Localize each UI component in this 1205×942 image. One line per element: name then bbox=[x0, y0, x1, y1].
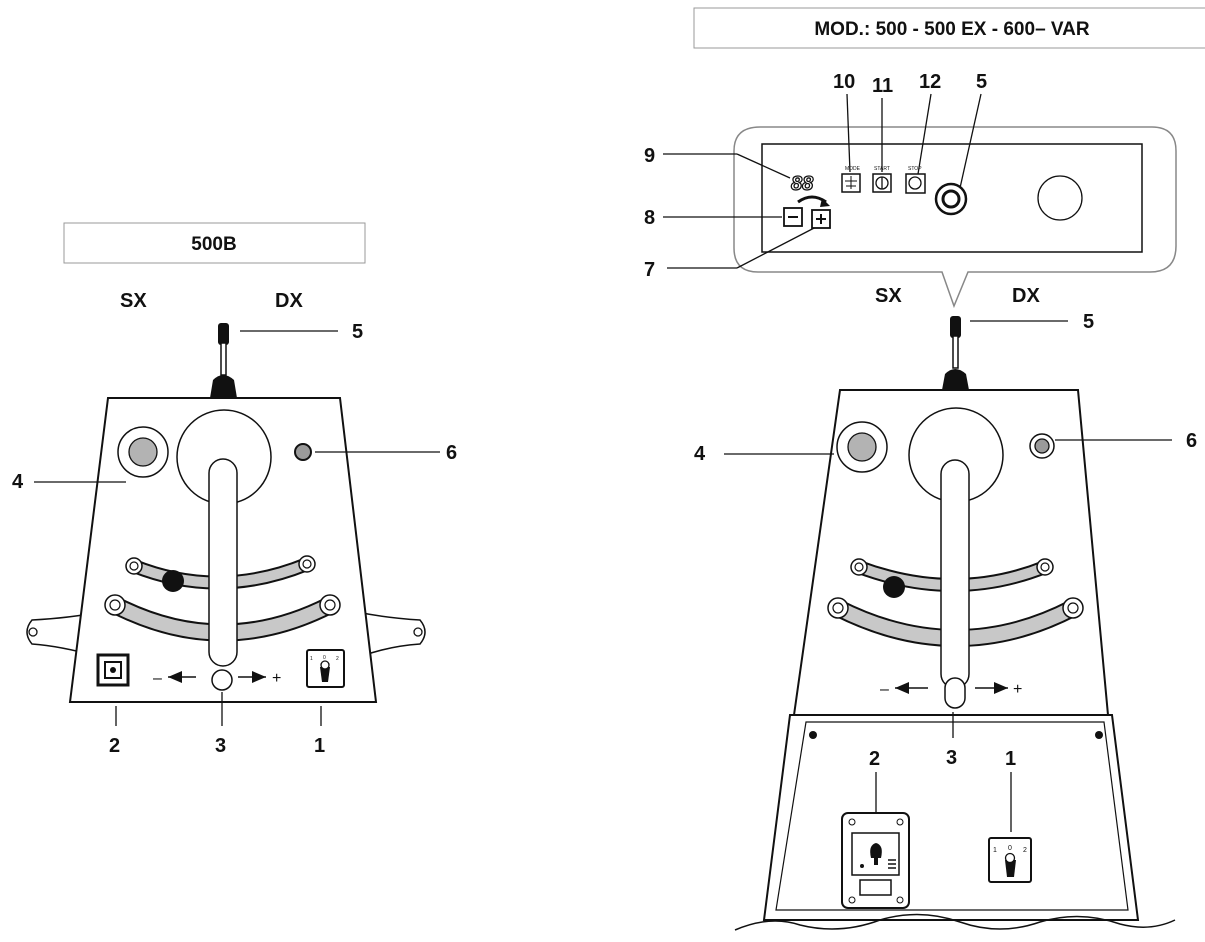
right-callout-3: 3 bbox=[946, 747, 957, 769]
left-arrow-minus: – bbox=[153, 670, 162, 687]
right-callout-5: 5 bbox=[1083, 311, 1094, 333]
lower-cabinet bbox=[762, 714, 1140, 921]
right-callout-5-top: 5 bbox=[976, 71, 987, 93]
left-side-sx: SX bbox=[120, 290, 147, 312]
right-arrow-minus: – bbox=[880, 681, 889, 698]
right-side-dx: DX bbox=[1012, 285, 1040, 307]
right-callout-7: 7 bbox=[644, 259, 655, 281]
left-selector-1: 1 0 2 bbox=[306, 649, 345, 688]
left-flange-r bbox=[356, 611, 426, 657]
left-callout-6: 6 bbox=[446, 442, 457, 464]
right-callout-12: 12 bbox=[919, 71, 941, 93]
left-panel: 500B SX DX 5 4 6 bbox=[12, 222, 457, 757]
right-callout-8: 8 bbox=[644, 207, 655, 229]
right-switch-2 bbox=[841, 812, 910, 909]
left-callout-2: 2 bbox=[109, 735, 120, 757]
left-callout-5: 5 bbox=[352, 321, 363, 343]
left-callout-1: 1 bbox=[314, 735, 325, 757]
right-callout-9: 9 bbox=[644, 145, 655, 167]
left-title-box bbox=[63, 222, 366, 264]
right-callout-4: 4 bbox=[694, 443, 706, 465]
left-sel-0: 0 bbox=[323, 655, 326, 661]
left-callout-4: 4 bbox=[12, 471, 24, 493]
right-title-box bbox=[693, 7, 1205, 49]
right-callout-10: 10 bbox=[833, 71, 855, 93]
right-sel-1: 1 bbox=[993, 847, 997, 854]
left-sel-1: 1 bbox=[310, 656, 313, 662]
left-arrow-plus: + bbox=[272, 670, 281, 687]
right-callout-2: 2 bbox=[869, 748, 880, 770]
left-side-dx: DX bbox=[275, 290, 303, 312]
right-sel-2: 2 bbox=[1023, 847, 1027, 854]
digital-display: 88 bbox=[791, 173, 814, 195]
right-panel: MOD.: 500 - 500 EX - 600– VAR 10 11 12 5… bbox=[644, 7, 1205, 931]
right-callout-11: 11 bbox=[872, 75, 893, 97]
left-lever bbox=[208, 458, 238, 667]
left-title: 500B bbox=[191, 234, 236, 255]
right-title: MOD.: 500 - 500 EX - 600– VAR bbox=[814, 19, 1090, 40]
mode-label: MODE bbox=[845, 166, 861, 172]
left-joystick bbox=[210, 323, 237, 398]
left-callout-3: 3 bbox=[215, 735, 226, 757]
right-arrow-plus: + bbox=[1013, 681, 1022, 698]
start-label: START bbox=[874, 166, 890, 172]
right-side-sx: SX bbox=[875, 285, 902, 307]
right-lever bbox=[940, 459, 970, 689]
right-selector-1: 1 0 2 bbox=[988, 837, 1032, 883]
right-callout-1: 1 bbox=[1005, 748, 1016, 770]
right-joystick bbox=[942, 316, 969, 390]
right-callout-6: 6 bbox=[1186, 430, 1197, 452]
right-sel-0: 0 bbox=[1008, 845, 1012, 852]
stop-label: STOP bbox=[908, 166, 922, 172]
left-sel-2: 2 bbox=[336, 656, 339, 662]
